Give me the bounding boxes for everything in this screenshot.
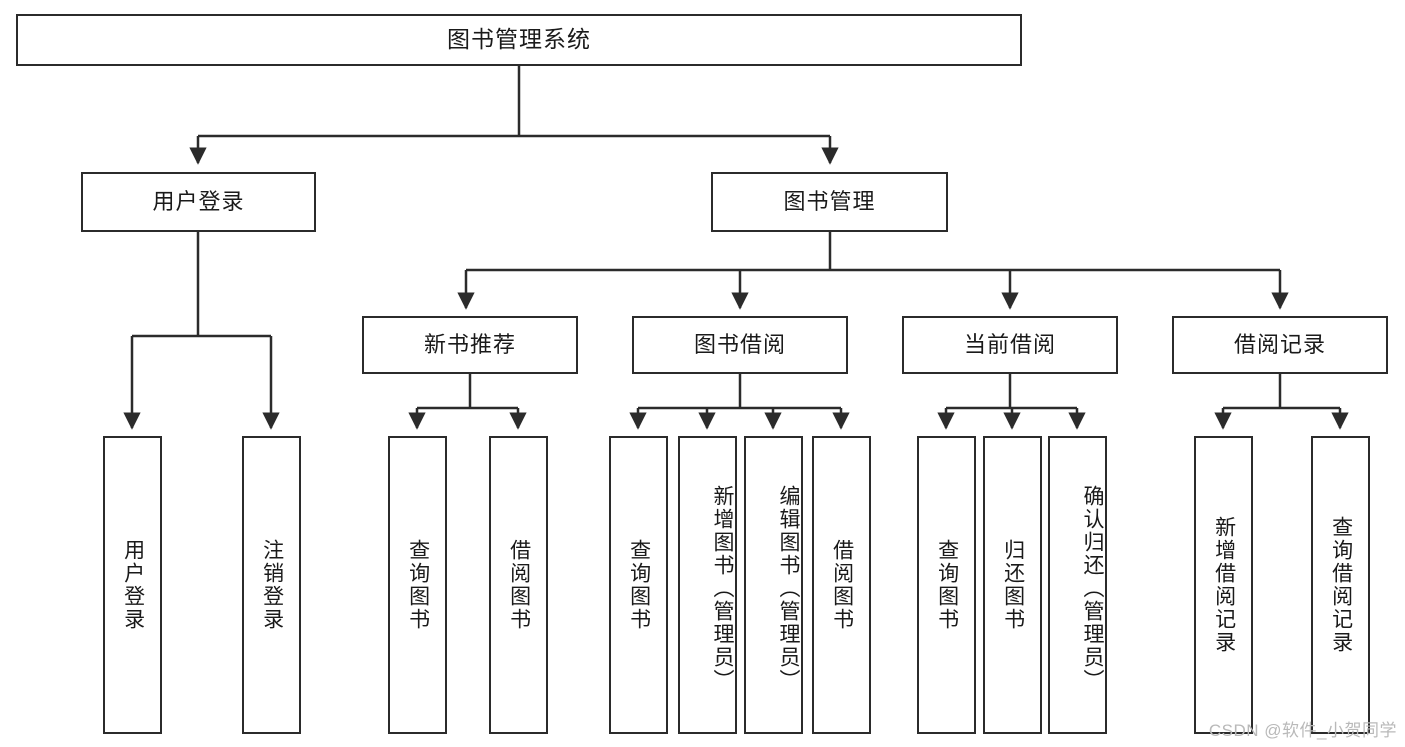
leaf-user-login-signin[interactable]: 用户登录 xyxy=(103,436,162,734)
leaf-borrow-borrow-book[interactable]: 借阅图书 xyxy=(812,436,871,734)
node-root-system[interactable]: 图书管理系统 xyxy=(16,14,1022,66)
leaf-record-add-record[interactable]: 新增借阅记录 xyxy=(1194,436,1253,734)
leaf-borrow-query-book[interactable]: 查询图书 xyxy=(609,436,668,734)
node-user-login[interactable]: 用户登录 xyxy=(81,172,316,232)
leaf-record-query-record[interactable]: 查询借阅记录 xyxy=(1311,436,1370,734)
node-new-book-recommend[interactable]: 新书推荐 xyxy=(362,316,578,374)
node-borrow-record[interactable]: 借阅记录 xyxy=(1172,316,1388,374)
node-current-borrow[interactable]: 当前借阅 xyxy=(902,316,1118,374)
leaf-user-login-signout[interactable]: 注销登录 xyxy=(242,436,301,734)
leaf-current-return-book[interactable]: 归还图书 xyxy=(983,436,1042,734)
leaf-current-confirm-return-admin[interactable]: 确认归还（管理员） xyxy=(1048,436,1107,734)
node-book-borrow[interactable]: 图书借阅 xyxy=(632,316,848,374)
leaf-current-query-book[interactable]: 查询图书 xyxy=(917,436,976,734)
leaf-recommend-borrow-book[interactable]: 借阅图书 xyxy=(489,436,548,734)
leaf-recommend-query-book[interactable]: 查询图书 xyxy=(388,436,447,734)
node-book-management[interactable]: 图书管理 xyxy=(711,172,948,232)
leaf-borrow-add-book-admin[interactable]: 新增图书（管理员） xyxy=(678,436,737,734)
leaf-borrow-edit-book-admin[interactable]: 编辑图书（管理员） xyxy=(744,436,803,734)
csdn-watermark: CSDN @软件_小贺同学 xyxy=(1208,721,1397,740)
